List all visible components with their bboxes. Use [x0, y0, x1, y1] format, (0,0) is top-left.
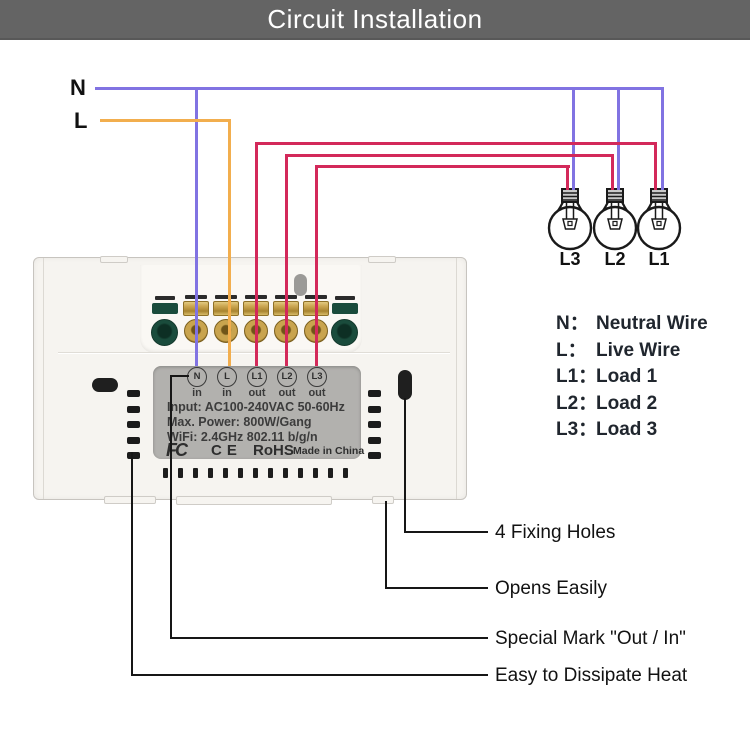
callout-line-special-mark [170, 375, 189, 377]
rohs-mark: RoHS [253, 442, 294, 459]
light-bulb-l1-icon [636, 188, 682, 251]
mount-tab-top-left [100, 256, 128, 263]
legend-key: L3： [556, 419, 598, 440]
page-title: Circuit Installation [267, 3, 483, 34]
load1-wire-terminal [255, 142, 258, 366]
terminal-badge-l: L [217, 367, 237, 387]
live-wire-label: L [74, 108, 88, 133]
mount-screw-left [151, 319, 178, 346]
wire-legend: N： Neutral Wire L： Live Wire L1： Load 1 … [556, 311, 708, 444]
wire-slot [155, 296, 175, 300]
callout-line-opens-easily [385, 501, 387, 589]
callout-label-fixing-holes: 4 Fixing Holes [495, 522, 616, 543]
neutral-wire-drop-l1 [661, 87, 664, 190]
callout-line-dissipate-heat [131, 674, 488, 676]
frame-right-rail [456, 258, 457, 499]
live-wire-horizontal [100, 119, 231, 122]
legend-row-load3: L3： Load 3 [556, 417, 708, 444]
ground-bar-left [152, 303, 178, 314]
load3-wire-bulb [566, 165, 569, 190]
legend-key: L2： [556, 392, 598, 414]
title-bar: Circuit Installation [0, 0, 750, 40]
neutral-wire-drop-l2 [617, 87, 620, 190]
legend-row-neutral: N： Neutral Wire [556, 311, 708, 338]
terminal-dir: out [248, 387, 266, 399]
legend-value: Load 3 [596, 419, 658, 440]
terminal-dir: in [192, 387, 202, 399]
heat-slots-right [368, 390, 381, 459]
terminal-badge-l3: L3 [307, 367, 327, 387]
terminal-badge-l1: L1 [247, 367, 267, 387]
legend-row-load1: L1： Load 1 [556, 364, 708, 391]
spec-wifi: WiFi: 2.4GHz 802.11 b/g/n [167, 430, 318, 444]
legend-row-live: L： Live Wire [556, 338, 708, 365]
load2-wire-terminal [285, 154, 288, 366]
load2-wire-bulb [611, 154, 614, 190]
legend-key: L： [556, 339, 587, 361]
bulb-label-l1: L1 [648, 249, 670, 269]
terminal-badge-n: N [187, 367, 207, 387]
legend-value: Neutral Wire [596, 313, 708, 334]
legend-value: Load 1 [596, 366, 658, 387]
top-slot [294, 274, 307, 296]
bottom-vent-comb [163, 468, 348, 478]
body-step-line [58, 352, 450, 353]
terminal-dir: out [308, 387, 326, 399]
wire-slot [335, 296, 355, 300]
callout-line-fixing-holes [404, 398, 406, 533]
legend-key: L1： [556, 366, 598, 387]
mount-tab-top-right [368, 256, 396, 263]
load1-wire-bulb [654, 142, 657, 190]
neutral-wire-label: N [70, 75, 86, 100]
terminal-clamp [213, 301, 239, 316]
ground-bar-right [332, 303, 358, 314]
light-bulb-l3-icon [547, 188, 593, 251]
spec-power: Max. Power: 800W/Gang [167, 415, 312, 429]
terminal-dir: out [278, 387, 296, 399]
fixing-hole [398, 370, 412, 400]
callout-line-special-mark [170, 637, 488, 639]
frame-left-rail [43, 258, 44, 499]
callout-label-dissipate-heat: Easy to Dissipate Heat [495, 665, 688, 686]
neutral-wire-horizontal [95, 87, 664, 90]
mount-screw-right [331, 319, 358, 346]
callout-line-special-mark [170, 375, 172, 639]
load3-wire-horizontal [315, 165, 570, 168]
neutral-wire-drop-switch [195, 87, 198, 366]
live-wire-drop-switch [228, 119, 231, 366]
callout-line-dissipate-heat [131, 452, 133, 676]
bottom-slot-center [176, 496, 332, 505]
ce-mark: CE [211, 442, 242, 459]
load3-wire-terminal [315, 165, 318, 366]
bottom-tab-left [104, 496, 156, 504]
callout-label-opens-easily: Opens Easily [495, 578, 607, 599]
terminal-badge-l2: L2 [277, 367, 297, 387]
legend-value: Load 2 [596, 392, 658, 414]
terminal-dir: in [222, 387, 232, 399]
terminal-screw [214, 319, 238, 343]
heat-slots-left [127, 390, 140, 459]
callout-line-opens-easily [385, 587, 488, 589]
terminal-block [183, 294, 343, 344]
open-clip [372, 496, 394, 504]
made-in-china-label: Made in China [293, 445, 365, 457]
terminal-l [213, 294, 239, 344]
neutral-wire-drop-l3 [572, 87, 575, 190]
bulb-label-l2: L2 [604, 249, 626, 269]
bulb-label-l3: L3 [559, 249, 581, 269]
load1-wire-horizontal [255, 142, 657, 145]
fcc-mark: FC [166, 440, 188, 460]
light-bulb-l2-icon [592, 188, 638, 251]
legend-value: Live Wire [596, 339, 681, 361]
load2-wire-horizontal [285, 154, 614, 157]
legend-key: N： [556, 313, 589, 334]
legend-row-load2: L2： Load 2 [556, 391, 708, 418]
spec-input: Input: AC100-240VAC 50-60Hz [167, 400, 345, 414]
callout-label-special-mark: Special Mark "Out / In" [495, 628, 686, 649]
callout-line-fixing-holes [404, 531, 488, 533]
side-mark-left [92, 378, 118, 392]
spec-label-panel: N L L1 L2 L3 in in out out out Input: AC… [153, 366, 365, 460]
